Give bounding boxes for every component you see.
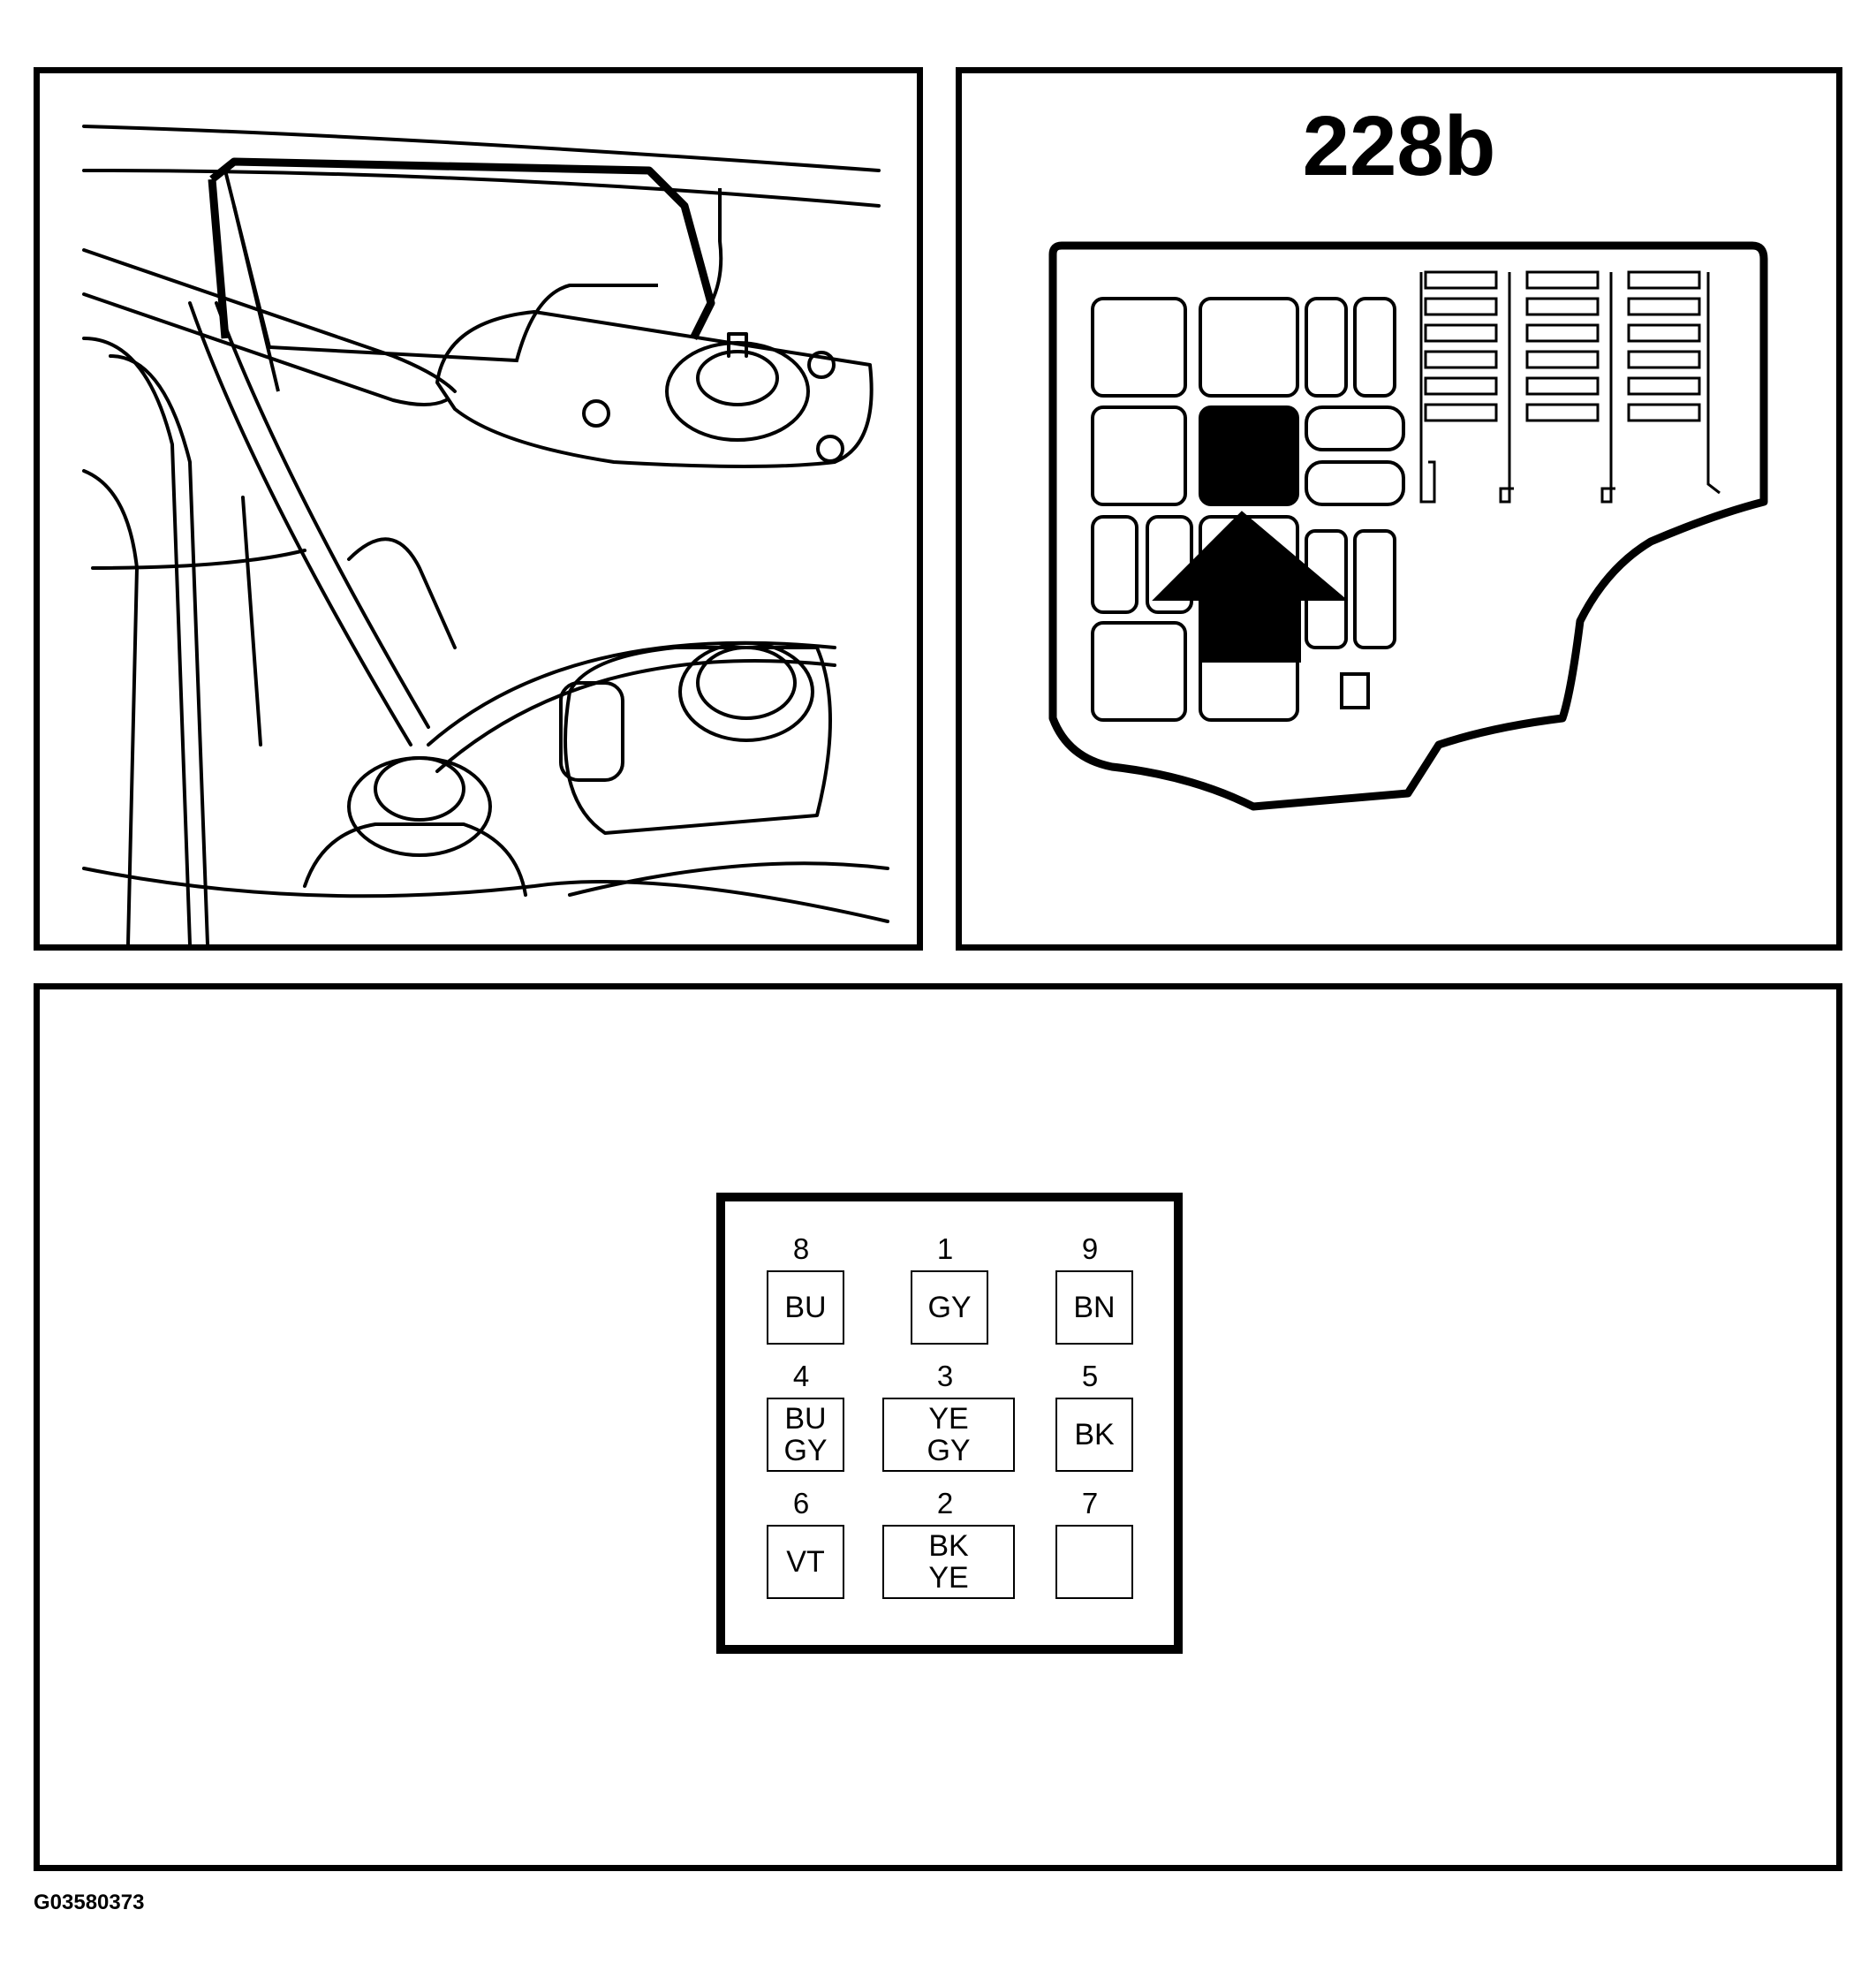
engine-bay-illustration <box>34 67 923 951</box>
pin-number: 8 <box>792 1232 810 1265</box>
pin-2-cell: BK YE <box>882 1525 1015 1599</box>
location-arrow <box>1152 511 1349 663</box>
wire-color: BK <box>1074 1418 1115 1451</box>
pin-9-cell: BN <box>1055 1270 1133 1345</box>
pin-number: 3 <box>936 1360 954 1392</box>
wire-color: GY <box>927 1434 971 1467</box>
fuse-box-title: 228b <box>1302 99 1496 193</box>
connector-pinout-panel: 8 BU 1 GY 9 BN 4 BU GY 3 YE GY 5 BK 6 VT <box>34 983 1842 1871</box>
wire-color: VT <box>786 1545 825 1579</box>
wire-color: BN <box>1073 1291 1116 1324</box>
wire-color: YE <box>928 1561 969 1595</box>
engine-bay-drawing <box>82 125 889 944</box>
figure-code: G03580373 <box>34 1891 145 1914</box>
highlighted-relay <box>1199 405 1299 506</box>
pin-7-cell <box>1055 1525 1133 1599</box>
pin-number: 4 <box>792 1360 810 1392</box>
pin-6-cell: VT <box>767 1525 844 1599</box>
pin-4-cell: BU GY <box>767 1398 844 1472</box>
wire-color: YE <box>928 1402 969 1436</box>
pin-5-cell: BK <box>1055 1398 1133 1472</box>
pin-number: 5 <box>1081 1360 1099 1392</box>
wire-color: BK <box>928 1529 969 1563</box>
wire-color: BU <box>784 1291 827 1324</box>
pin-number: 2 <box>936 1487 954 1519</box>
wire-color: BU <box>784 1402 827 1436</box>
fuse-box-outline <box>1048 241 1768 811</box>
wire-color: GY <box>927 1291 972 1324</box>
pin-number: 6 <box>792 1487 810 1519</box>
wire-color: GY <box>783 1434 828 1467</box>
fuse-box-drawing <box>1048 241 1768 811</box>
pin-1-cell: GY <box>911 1270 988 1345</box>
pin-number: 7 <box>1081 1487 1099 1519</box>
pin-8-cell: BU <box>767 1270 844 1345</box>
pin-number: 9 <box>1081 1232 1099 1265</box>
fuse-box-panel: 228b <box>956 67 1842 951</box>
pin-3-cell: YE GY <box>882 1398 1015 1472</box>
connector-face: 8 BU 1 GY 9 BN 4 BU GY 3 YE GY 5 BK 6 VT <box>716 1193 1183 1654</box>
pin-number: 1 <box>936 1232 954 1265</box>
